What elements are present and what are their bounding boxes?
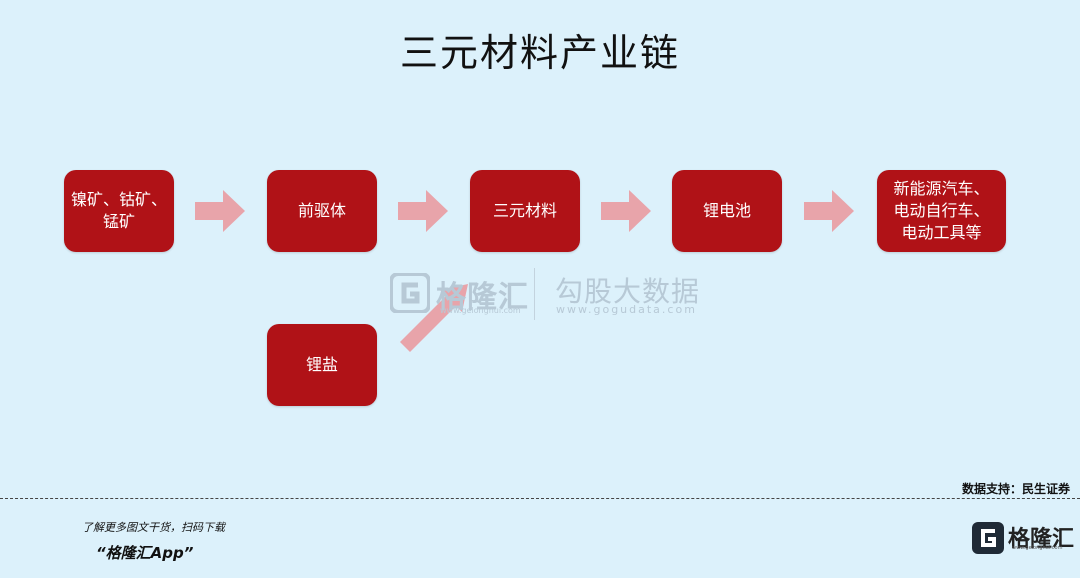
watermark-url: www.gelonghui.com: [440, 306, 521, 315]
footer-divider: [0, 498, 1080, 499]
node-ternary-material: 三元材料: [470, 170, 580, 252]
arrow-battery-to-applications: [804, 190, 854, 232]
arrow-lithium-salt-to-ternary: [400, 284, 468, 352]
gelonghui-logo-icon: [972, 522, 1004, 554]
gelonghui-watermark-logo-icon: [390, 273, 430, 313]
arrow-precursor-to-ternary: [398, 190, 448, 232]
watermark-divider: [534, 268, 535, 320]
node-applications: 新能源汽车、 电动自行车、 电动工具等: [877, 170, 1006, 252]
node-ore: 镍矿、钴矿、 锰矿: [64, 170, 174, 252]
footer-brand: 格隆汇: [1008, 527, 1075, 552]
watermark-brand: 格隆汇: [436, 280, 529, 315]
node-lithium-salt: 锂盐: [267, 324, 377, 406]
app-name: “格隆汇App”: [96, 544, 194, 562]
arrow-ternary-to-battery: [601, 190, 651, 232]
promo-text: 了解更多图文干货，扫码下载: [82, 521, 225, 534]
arrow-ore-to-precursor: [195, 190, 245, 232]
page-title: 三元材料产业链: [399, 31, 680, 75]
node-precursor: 前驱体: [267, 170, 377, 252]
watermark-brand-secondary: 勾股大数据: [555, 275, 701, 308]
watermark-url-secondary: www.gogudata.com: [556, 303, 697, 316]
footer-brand-url: www.gelonghui.com: [1012, 545, 1063, 551]
node-lithium-battery: 锂电池: [672, 170, 782, 252]
data-source: 数据支持：民生证券: [961, 482, 1070, 496]
